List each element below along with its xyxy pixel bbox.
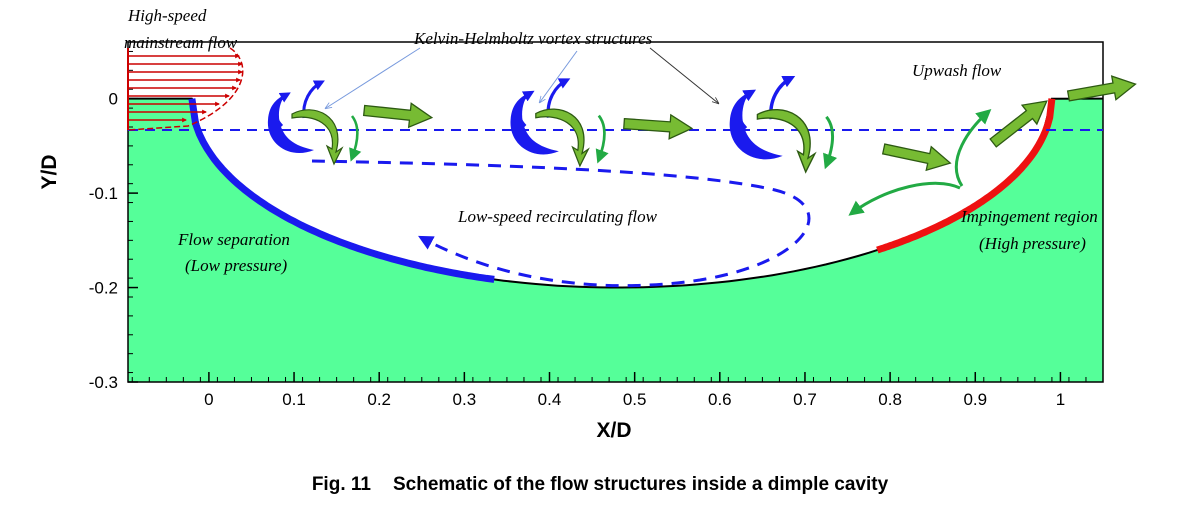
x-axis-title: X/D — [596, 419, 631, 442]
x-tick-label: 0.6 — [708, 390, 732, 409]
separation-label-2: (Low pressure) — [185, 256, 287, 275]
vortex-crescent — [729, 91, 783, 160]
kh-vortex — [729, 76, 838, 174]
green-arrow — [623, 113, 694, 140]
vortex-curl-left — [517, 90, 535, 128]
x-tick-label: 1 — [1056, 390, 1065, 409]
x-tick-label: 0.3 — [453, 390, 477, 409]
plot-frame — [127, 41, 1104, 383]
figure-caption: Fig. 11 Schematic of the flow structures … — [0, 474, 1200, 496]
y-axis-title: Y/D — [38, 154, 61, 189]
mainstream-flow-arrows — [362, 75, 1137, 172]
green-arrow — [1066, 75, 1137, 102]
x-tick-label: 0 — [204, 390, 213, 409]
return-flow-arrows — [848, 109, 992, 216]
flow-schematic: 0 0.1 0.2 0.3 0.4 0.5 0.6 0.7 0.8 0.9 1 0 -0.1 -0.2 -0… — [38, 6, 1137, 442]
x-tick-label: 0.9 — [963, 390, 987, 409]
y-tick-label: -0.1 — [89, 184, 118, 203]
x-tick-label: 0.4 — [538, 390, 562, 409]
vortex-curl-left — [737, 89, 757, 130]
axes: 0 0.1 0.2 0.3 0.4 0.5 0.6 0.7 0.8 0.9 1 0 -0.1 -0.2 -0… — [89, 41, 1104, 409]
vortex-crescent — [267, 94, 314, 154]
kh-vortex — [267, 80, 362, 166]
recirculation-label: Low-speed recirculating flow — [457, 207, 658, 226]
green-arrow — [881, 143, 952, 172]
x-tick-label: 0.5 — [623, 390, 647, 409]
cavity-fill — [128, 98, 1103, 383]
vortex-small-curl — [595, 114, 609, 164]
kh-leader-lines — [326, 47, 718, 108]
x-tick-label: 0.8 — [878, 390, 902, 409]
kh-vortices — [267, 76, 838, 174]
vortex-hook — [756, 109, 817, 174]
upwash-label: Upwash flow — [912, 61, 1002, 80]
impingement-label-2: (High pressure) — [979, 234, 1086, 253]
impingement-curve — [876, 98, 1056, 254]
green-arrow — [989, 100, 1048, 148]
vortex-small-curl — [823, 115, 838, 170]
x-tick-label: 0.7 — [793, 390, 817, 409]
flow-separation-curve — [188, 98, 495, 283]
kh-vortex — [510, 78, 609, 168]
impingement-label-1: Impingement region — [960, 207, 1098, 226]
vortex-hook — [535, 108, 590, 168]
kh-label: Kelvin-Helmholtz vortex structures — [413, 29, 653, 48]
green-arrow — [362, 102, 434, 129]
caption-number: Fig. 11 — [311, 474, 371, 495]
y-tick-label: -0.2 — [89, 279, 118, 298]
x-tick-label: 0.2 — [367, 390, 391, 409]
caption-text: Schematic of the flow structures inside … — [392, 474, 889, 495]
vortex-hook — [291, 109, 344, 166]
vortex-curl-left — [274, 92, 291, 128]
y-tick-label: 0 — [109, 90, 118, 109]
mainstream-label-2: mainstream flow — [124, 33, 238, 52]
vortex-small-curl — [349, 115, 362, 162]
recirculation-path — [311, 159, 811, 288]
x-tick-label: 0.1 — [282, 390, 306, 409]
mainstream-label-1: High-speed — [127, 6, 207, 25]
separation-label-1: Flow separation — [177, 230, 290, 249]
y-tick-label: -0.3 — [89, 373, 118, 392]
velocity-profile — [127, 47, 244, 131]
vortex-crescent — [510, 92, 559, 155]
